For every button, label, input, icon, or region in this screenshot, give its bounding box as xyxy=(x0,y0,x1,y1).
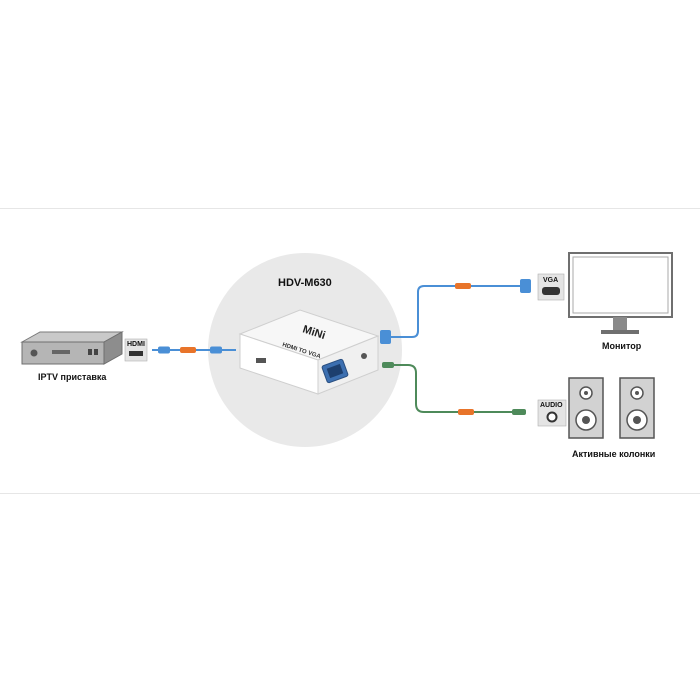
monitor-label: Монитор xyxy=(602,341,642,351)
vga-port-icon xyxy=(542,287,560,295)
converter-model-title: HDV-M630 xyxy=(278,277,332,289)
speakers-label: Активные колонки xyxy=(572,449,656,459)
hdmi-cable xyxy=(152,346,236,354)
vga-cable xyxy=(380,279,531,344)
hdmi-label: HDMI xyxy=(127,341,145,348)
vga-label: VGA xyxy=(543,277,559,284)
converter-box-icon xyxy=(238,309,380,395)
speaker-left-icon xyxy=(568,377,604,439)
audio-label: AUDIO xyxy=(540,402,563,409)
audio-cable xyxy=(382,362,526,415)
audio-jack-icon xyxy=(546,411,558,423)
iptv-box-icon xyxy=(20,331,124,365)
speaker-right-icon xyxy=(619,377,655,439)
hdmi-port-icon xyxy=(129,351,143,356)
monitor-icon xyxy=(568,252,673,334)
iptv-label: IPTV приставка xyxy=(38,372,107,382)
